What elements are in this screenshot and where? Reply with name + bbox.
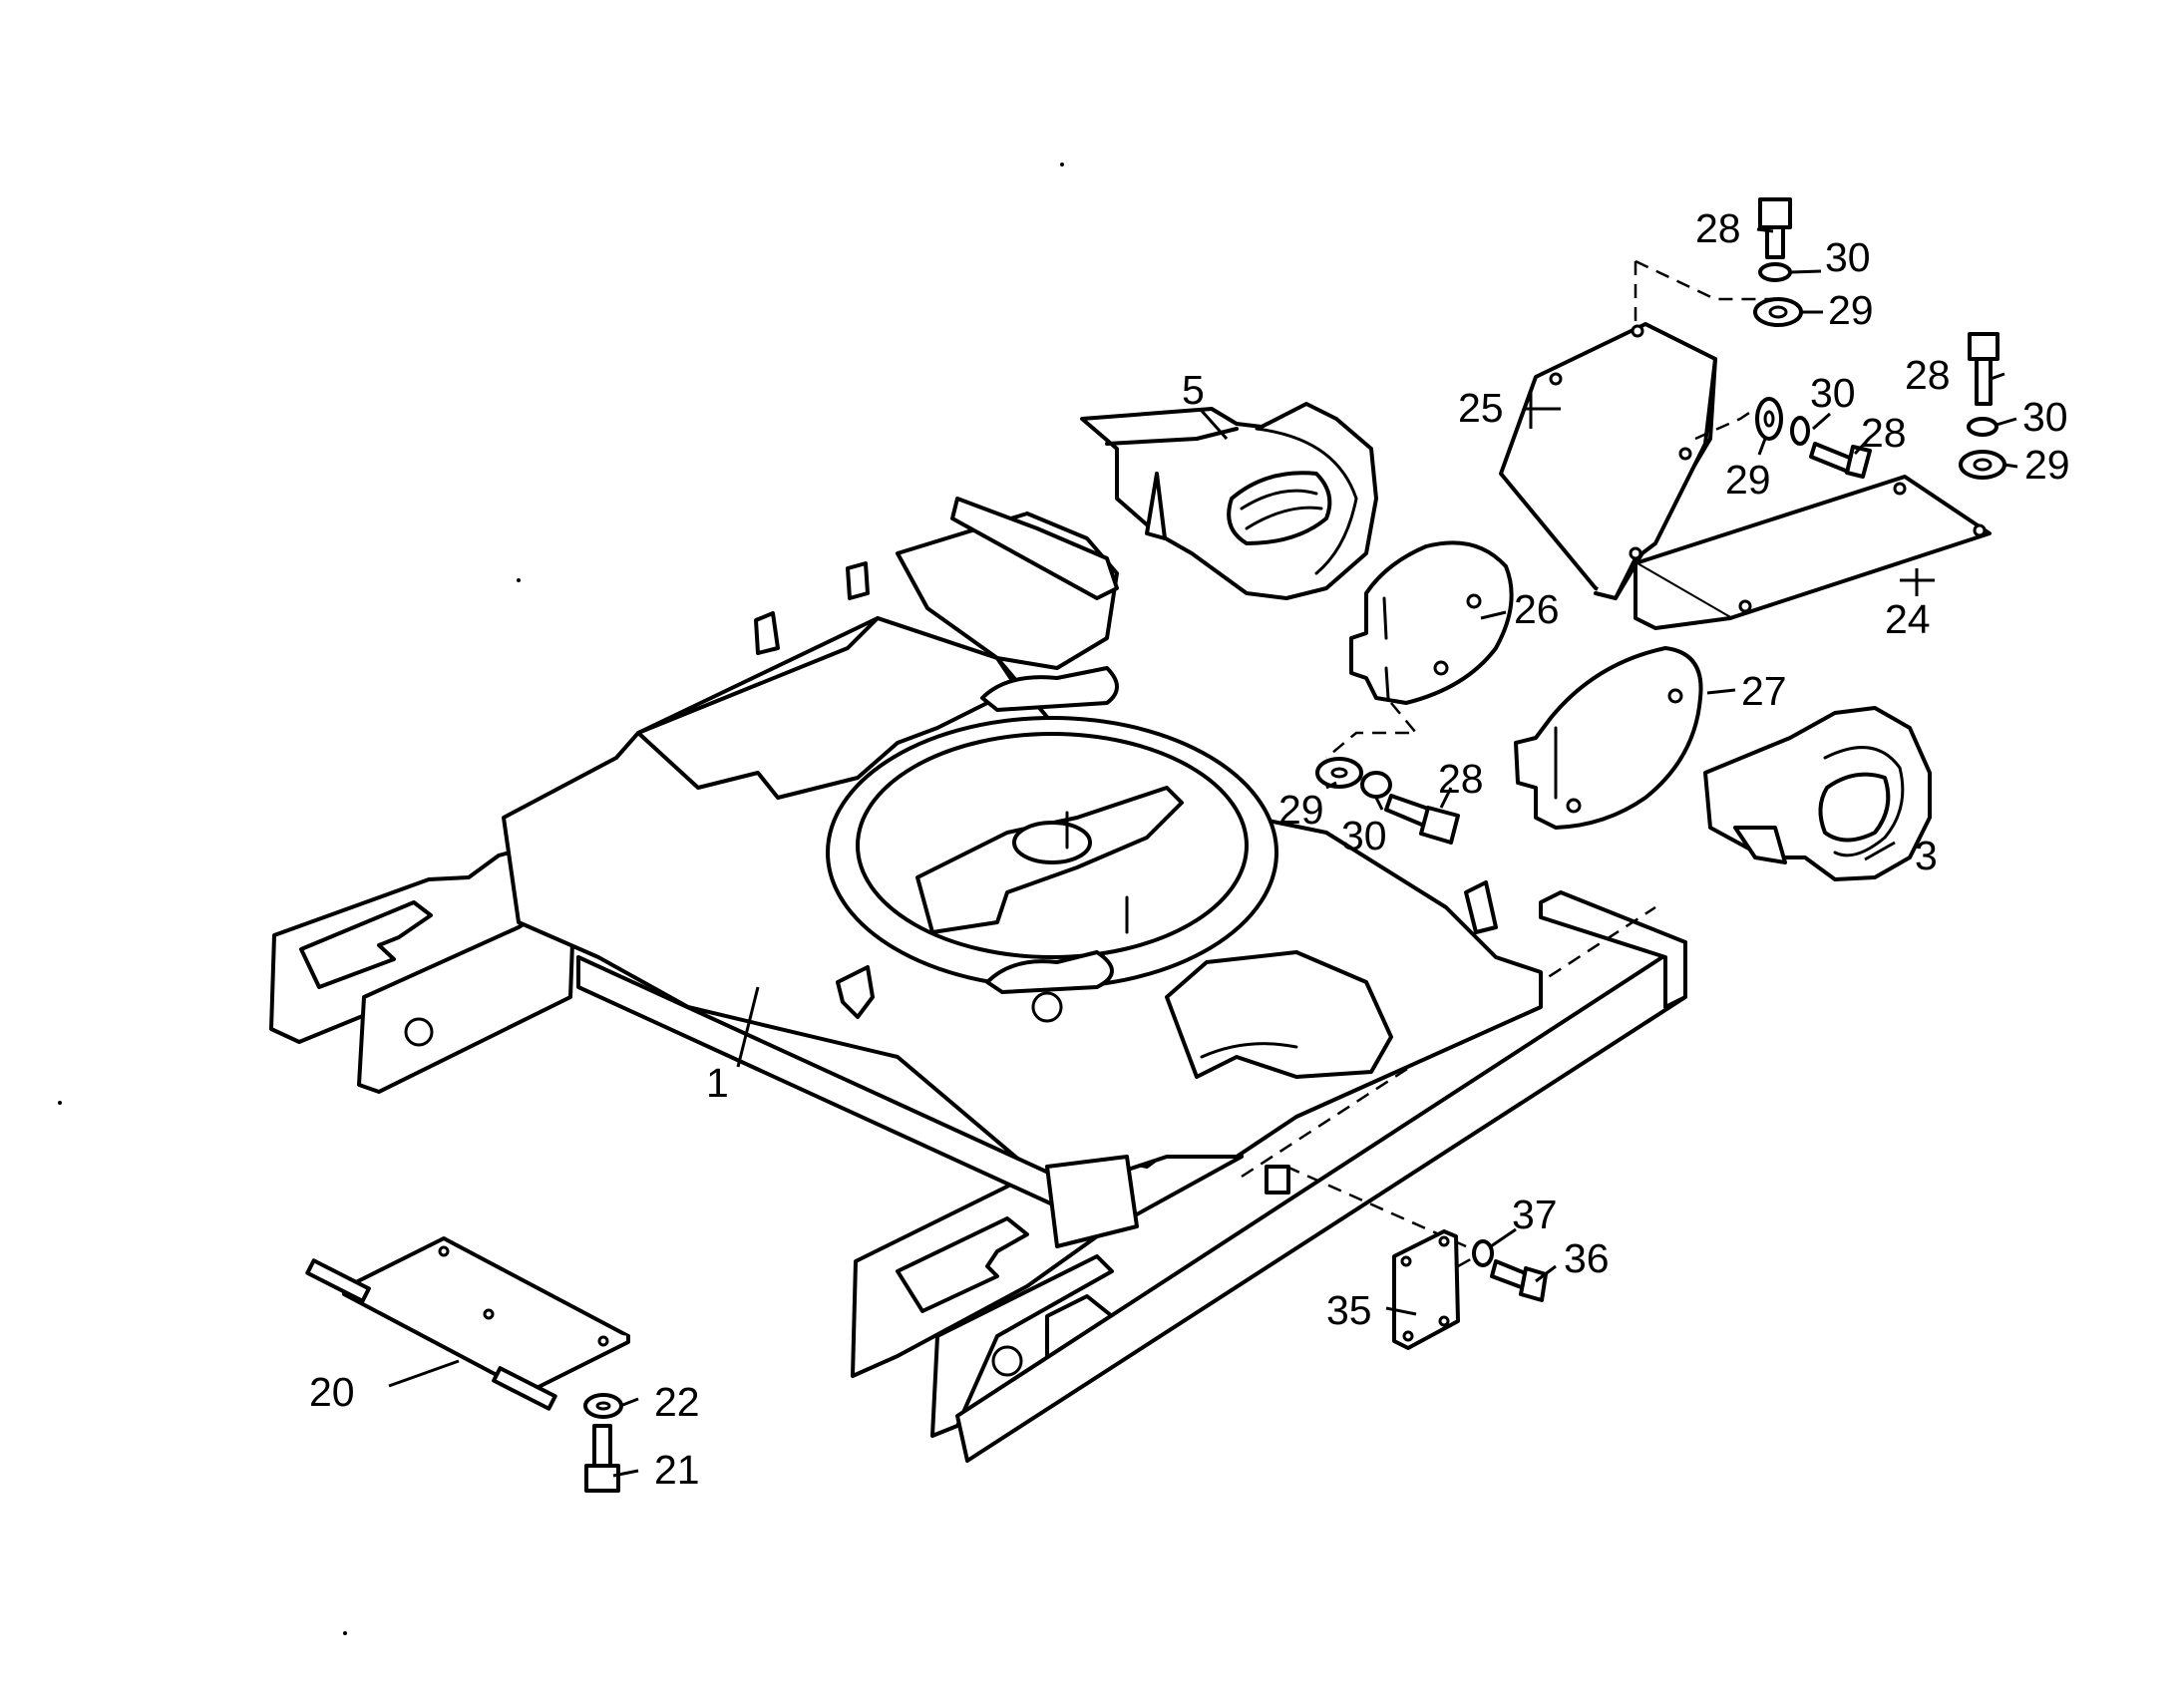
callout-29-lower: 29 xyxy=(1278,787,1324,833)
scan-specks xyxy=(58,163,1064,1635)
callout-26: 26 xyxy=(1514,586,1560,632)
callout-28-middle: 28 xyxy=(1861,410,1907,456)
callout-35: 35 xyxy=(1326,1287,1372,1333)
callout-30-top: 30 xyxy=(1825,234,1871,280)
hardware xyxy=(305,197,2006,1493)
callout-3: 3 xyxy=(1915,833,1938,878)
callout-21: 21 xyxy=(654,1447,700,1493)
undercarriage-frame xyxy=(269,497,1687,1463)
callout-28-lower: 28 xyxy=(1438,756,1484,802)
motor-cover-5 xyxy=(1080,402,1378,600)
callout-25: 25 xyxy=(1458,385,1504,431)
callout-30-right: 30 xyxy=(2022,394,2068,440)
guard-plate-25 xyxy=(1499,259,1775,600)
callout-29-right: 29 xyxy=(2024,442,2070,488)
cover-plate-26 xyxy=(1325,540,1514,759)
callout-22: 22 xyxy=(654,1379,700,1425)
guard-plate-24 xyxy=(1634,475,1992,630)
callout-20: 20 xyxy=(309,1369,355,1415)
callouts: 1 3 5 20 21 22 24 25 26 27 28 28 28 28 2… xyxy=(309,205,2070,1493)
callout-5: 5 xyxy=(1182,367,1205,413)
callout-30-lower: 30 xyxy=(1341,813,1387,858)
callout-29-middle: 29 xyxy=(1725,457,1771,503)
callout-27: 27 xyxy=(1741,668,1787,714)
callout-28-right: 28 xyxy=(1905,352,1951,398)
callout-29-top: 29 xyxy=(1828,287,1874,333)
leader-lines xyxy=(388,227,2018,1478)
callout-28-top: 28 xyxy=(1695,205,1741,251)
cover-plate-27 xyxy=(1514,646,1703,830)
callout-37: 37 xyxy=(1512,1192,1558,1237)
callout-24: 24 xyxy=(1885,596,1931,642)
callout-36: 36 xyxy=(1564,1235,1610,1281)
callout-30-middle: 30 xyxy=(1810,370,1856,416)
motor-cover-3 xyxy=(1703,706,1932,881)
callout-1: 1 xyxy=(706,1060,729,1106)
